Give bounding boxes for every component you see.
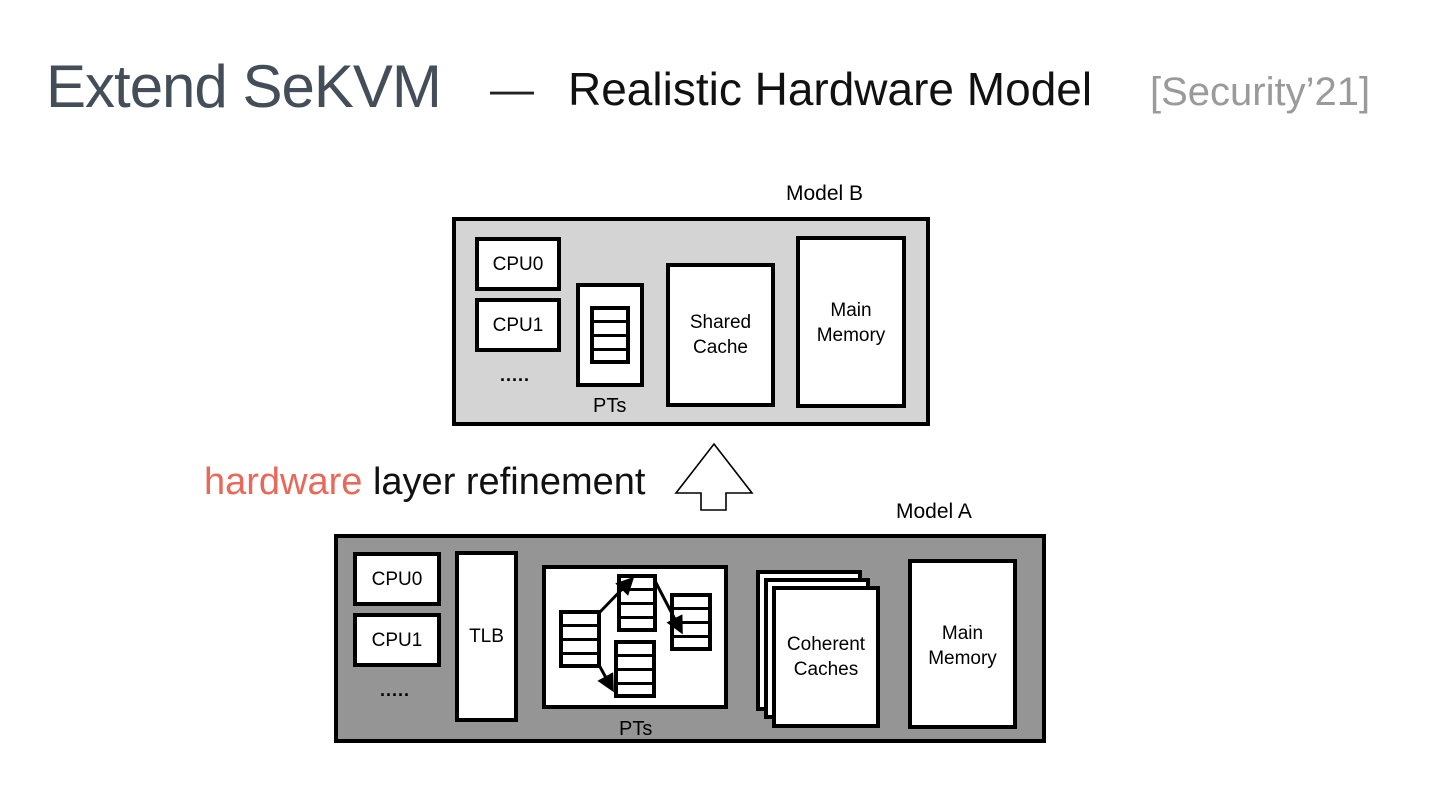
arrow-l2a-to-l3 (652, 578, 683, 635)
slide-subtitle: Realistic Hardware Model (568, 63, 1093, 115)
page-table-node-l2b (614, 640, 656, 698)
page-table-icon (590, 306, 630, 364)
coherent-caches-label-2: Caches (793, 659, 859, 680)
model-a-cpu0: CPU0 (353, 552, 441, 606)
main-memory-label-1: Main (830, 300, 872, 321)
title-dash: — (490, 65, 534, 114)
model-b-label: Model B (786, 182, 864, 205)
model-b-pts-label: PTs (593, 395, 627, 417)
shared-cache-label-2: Cache (693, 337, 748, 358)
model-b-cpu0-label: CPU0 (492, 253, 544, 275)
model-a-cpu1: CPU1 (353, 613, 441, 667)
citation: [Security’21] (1150, 70, 1371, 114)
page-table-node-root (559, 610, 601, 668)
model-b-cpu1: CPU1 (475, 298, 561, 352)
model-a-pts-box (542, 565, 728, 709)
model-a-main-memory-label-2: Memory (928, 648, 997, 669)
model-b-shared-cache: Shared Cache (666, 263, 775, 407)
arrow-root-to-l2b (597, 664, 614, 693)
model-a-label: Model A (896, 500, 972, 523)
tlb-label: TLB (469, 626, 504, 647)
model-b-cpu1-label: CPU1 (492, 314, 544, 336)
coherent-caches: Coherent Caches (772, 586, 880, 728)
model-b-container: CPU0 CPU1 ..... PTs Shared Cache Main Me… (452, 217, 930, 426)
model-b-cpu0: CPU0 (475, 237, 561, 291)
model-a-main-memory-label-1: Main (941, 623, 984, 644)
model-b-more-cpus: ..... (500, 365, 531, 385)
model-b-pts-box (576, 283, 644, 387)
model-b-main-memory: Main Memory (796, 236, 906, 408)
model-a-main-memory: Main Memory (908, 559, 1017, 729)
arrow-root-to-l2a (597, 576, 635, 615)
coherent-caches-label-1: Coherent (786, 634, 866, 655)
model-a-tlb: TLB (455, 551, 518, 722)
model-a-pts-label: PTs (619, 718, 653, 740)
model-a-more-cpus: ..... (380, 680, 411, 700)
refinement-rest: layer refinement (362, 461, 646, 503)
model-a-cpu1-label: CPU1 (371, 629, 423, 651)
refinement-caption: hardware layer refinement (204, 458, 645, 506)
shared-cache-label-1: Shared (689, 312, 752, 333)
up-arrow-icon (674, 442, 754, 511)
page-walk-arrows (597, 576, 683, 693)
model-a-cpu0-label: CPU0 (371, 568, 423, 590)
refinement-accent-word: hardware (204, 461, 363, 503)
model-a-container: CPU0 CPU1 ..... TLB PTs (334, 534, 1046, 743)
main-memory-label-2: Memory (816, 325, 886, 346)
slide-title: Extend SeKVM (46, 53, 442, 120)
